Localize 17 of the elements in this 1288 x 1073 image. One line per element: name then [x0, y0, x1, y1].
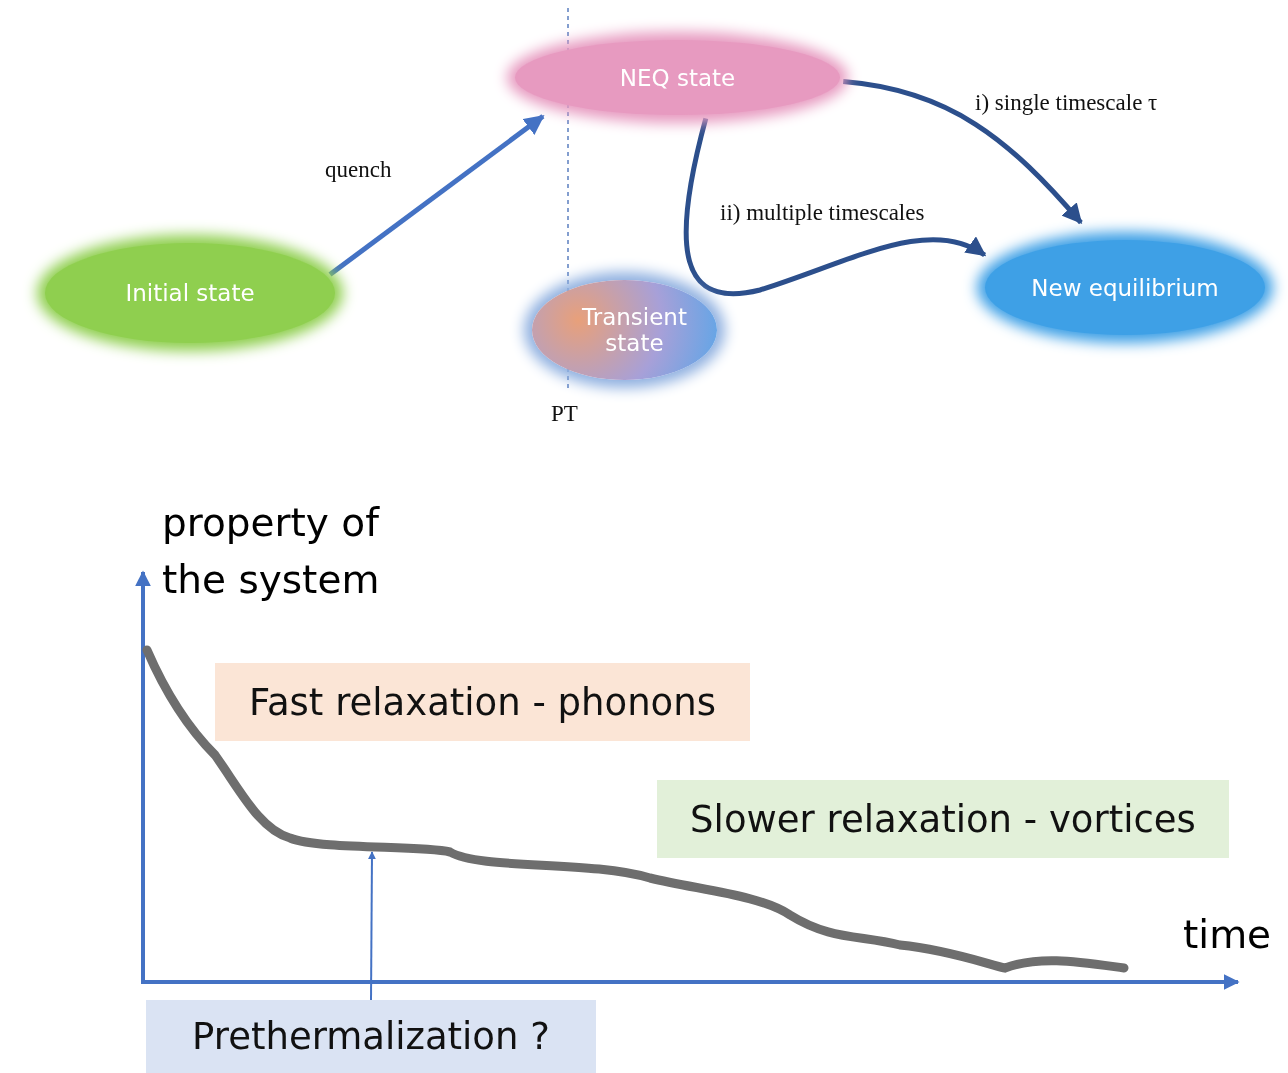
state-ellipse: New equilibrium: [985, 240, 1265, 335]
arrow: [842, 79, 1083, 225]
state-ellipse: Transient state: [532, 280, 717, 380]
annotation-box: Fast relaxation - phonons: [215, 663, 750, 741]
annotation-box: Prethermalization ?: [146, 1000, 596, 1073]
state-ellipse: NEQ state: [515, 40, 840, 115]
arrow: [328, 114, 545, 277]
annotation-box: Slower relaxation - vortices: [657, 780, 1229, 858]
axis-title: time: [1183, 912, 1272, 957]
axis-title: property of the system: [162, 499, 381, 604]
edge-label: ii) multiple timescales: [720, 200, 925, 226]
edge-label: quench: [325, 157, 392, 183]
line-label: PT: [551, 401, 578, 427]
edge-label: i) single timescale τ: [975, 90, 1158, 116]
arrow: [367, 851, 376, 1001]
state-ellipse: Initial state: [45, 243, 335, 343]
arrow: [683, 117, 987, 296]
